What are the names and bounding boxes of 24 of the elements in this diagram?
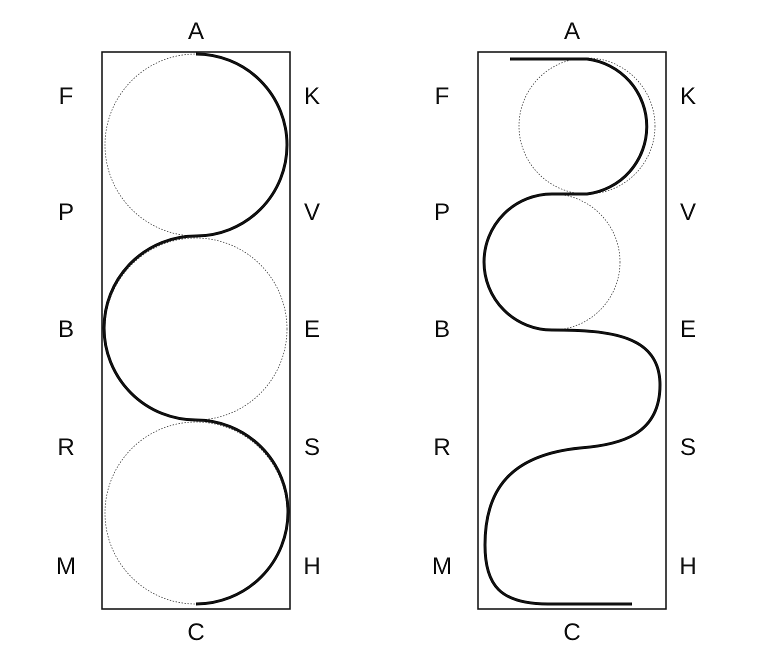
- arena-letter: E: [304, 316, 320, 344]
- arena-letter: C: [187, 619, 205, 647]
- arena-letter: M: [432, 553, 452, 581]
- arena-letter: P: [434, 199, 450, 227]
- arena-letter: B: [434, 316, 450, 344]
- arena-letter: A: [564, 18, 580, 46]
- arena-letter: K: [680, 83, 696, 111]
- arena-letter: R: [57, 434, 75, 462]
- arena-letter: E: [680, 316, 696, 344]
- arena-letter: C: [563, 619, 581, 647]
- arena-letter: F: [58, 83, 74, 111]
- arena-letter: F: [434, 83, 450, 111]
- arena-letter: S: [304, 434, 320, 462]
- arena-letter: A: [188, 18, 204, 46]
- arena-letter: B: [58, 316, 74, 344]
- arena-letter: H: [303, 553, 321, 581]
- arena-letter: S: [680, 434, 696, 462]
- arena-letter: P: [58, 199, 74, 227]
- arena-letter: V: [680, 199, 696, 227]
- arena-letter: V: [304, 199, 320, 227]
- arena-letter: R: [433, 434, 451, 462]
- arena-letter: K: [304, 83, 320, 111]
- arena-letter: M: [56, 553, 76, 581]
- arena-letter: H: [679, 553, 697, 581]
